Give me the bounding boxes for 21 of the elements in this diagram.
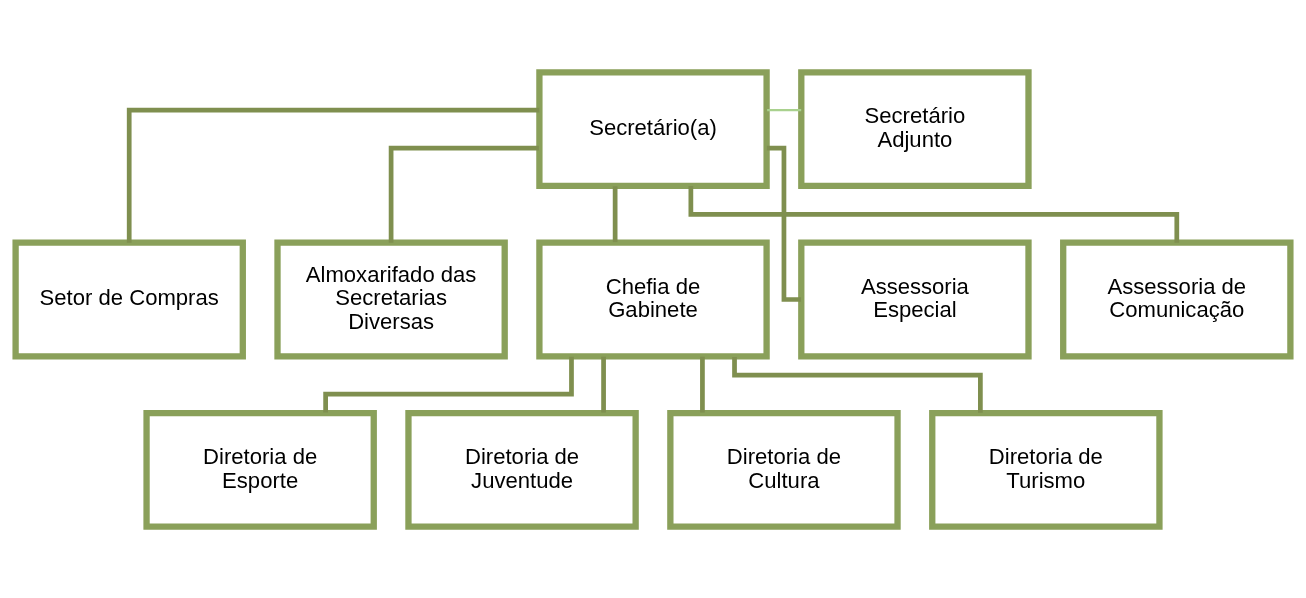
node-box: Diretoria de Juventude bbox=[405, 409, 639, 530]
node-box: Assessoria Especial bbox=[798, 239, 1032, 359]
node-box: Setor de Compras bbox=[12, 239, 246, 359]
connector bbox=[767, 108, 802, 111]
node-box: Chefia de Gabinete bbox=[536, 239, 770, 359]
node-box: Assessoria de Comunicação bbox=[1060, 239, 1294, 359]
node-box: Secretário Adjunto bbox=[798, 68, 1032, 189]
connector bbox=[323, 356, 574, 412]
connector bbox=[126, 107, 540, 243]
connector bbox=[766, 145, 802, 302]
connector bbox=[388, 145, 539, 243]
node-box: Diretoria de Cultura bbox=[667, 409, 901, 530]
connector bbox=[601, 356, 606, 413]
connector bbox=[732, 356, 983, 413]
node-box: Diretoria de Turismo bbox=[929, 409, 1163, 530]
connector bbox=[612, 185, 618, 242]
node-box: Secretário(a) bbox=[536, 68, 770, 189]
node-box: Almoxarifado das Secretarias Diversas bbox=[274, 239, 508, 359]
connector bbox=[688, 185, 1180, 243]
node-box: Diretoria de Esporte bbox=[143, 409, 377, 530]
connector bbox=[700, 356, 705, 413]
